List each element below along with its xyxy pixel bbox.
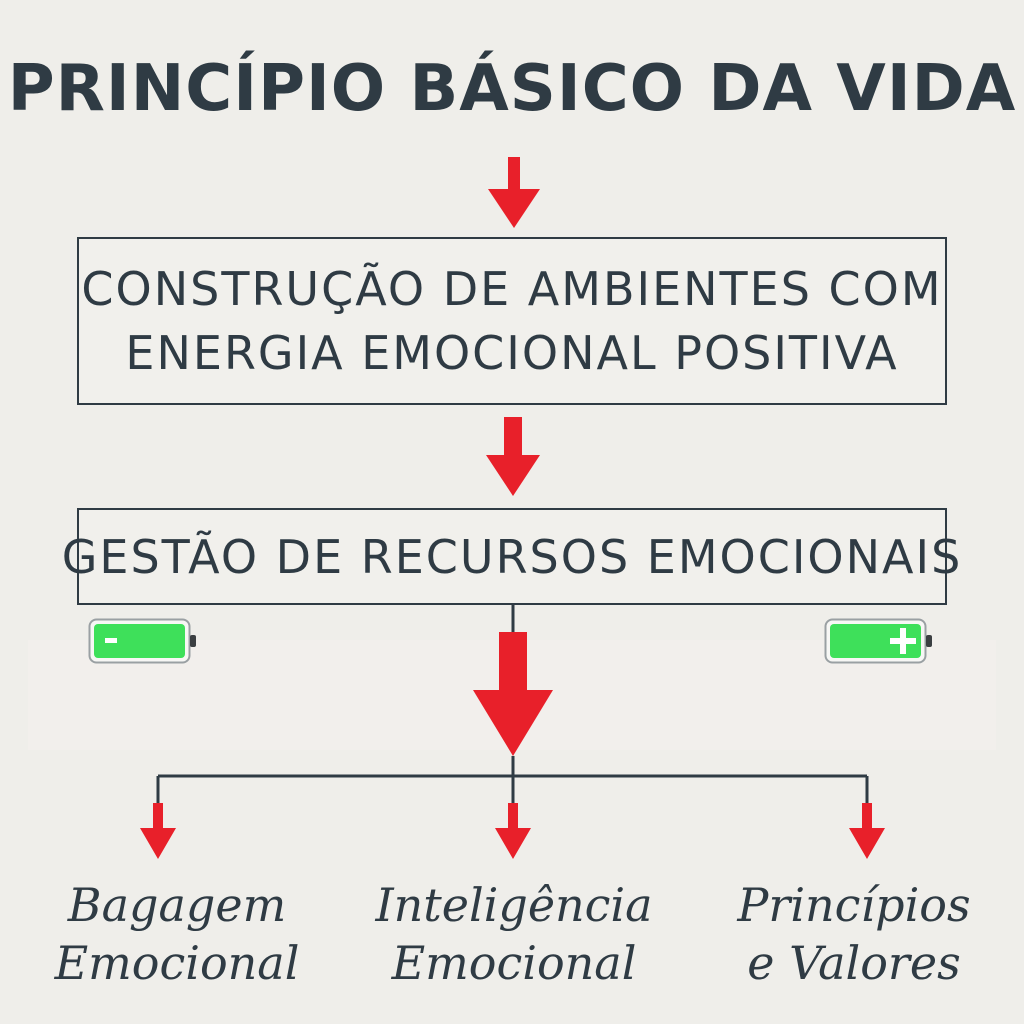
resources-box: GESTÃO DE RECURSOS EMOCIONAIS bbox=[62, 508, 960, 605]
branch-emotional-baggage-line2: Emocional bbox=[54, 936, 300, 990]
resources-box-label: GESTÃO DE RECURSOS EMOCIONAIS bbox=[61, 529, 963, 584]
arrow-branch-center bbox=[495, 803, 531, 859]
branch-principles-values: Princípios e Valores bbox=[704, 876, 1004, 992]
big-arrow bbox=[473, 632, 553, 756]
battery-minus-icon bbox=[88, 618, 196, 664]
battery-plus-icon bbox=[824, 618, 932, 664]
branch-emotional-intelligence: Inteligência Emocional bbox=[364, 876, 664, 992]
branch-principles-values-line2: e Valores bbox=[747, 936, 961, 990]
branch-principles-values-line1: Princípios bbox=[737, 878, 971, 932]
arrow-branch-left bbox=[140, 803, 176, 859]
page-title: PRINCÍPIO BÁSICO DA VIDA bbox=[7, 52, 1017, 126]
environment-box-line1: CONSTRUÇÃO DE AMBIENTES COM bbox=[81, 262, 943, 316]
environment-box-line2: ENERGIA EMOCIONAL POSITIVA bbox=[125, 326, 899, 380]
arrow-branch-right bbox=[849, 803, 885, 859]
branch-emotional-baggage-line1: Bagagem bbox=[67, 878, 287, 932]
environment-box: CONSTRUÇÃO DE AMBIENTES COM ENERGIA EMOC… bbox=[77, 237, 947, 405]
branch-emotional-intelligence-line2: Emocional bbox=[391, 936, 637, 990]
branch-emotional-intelligence-line1: Inteligência bbox=[375, 878, 653, 932]
arrow-title-to-box1 bbox=[488, 157, 540, 228]
branch-emotional-baggage: Bagagem Emocional bbox=[27, 876, 327, 992]
branch-lines bbox=[156, 756, 869, 806]
arrow-box1-to-box2 bbox=[486, 417, 540, 496]
